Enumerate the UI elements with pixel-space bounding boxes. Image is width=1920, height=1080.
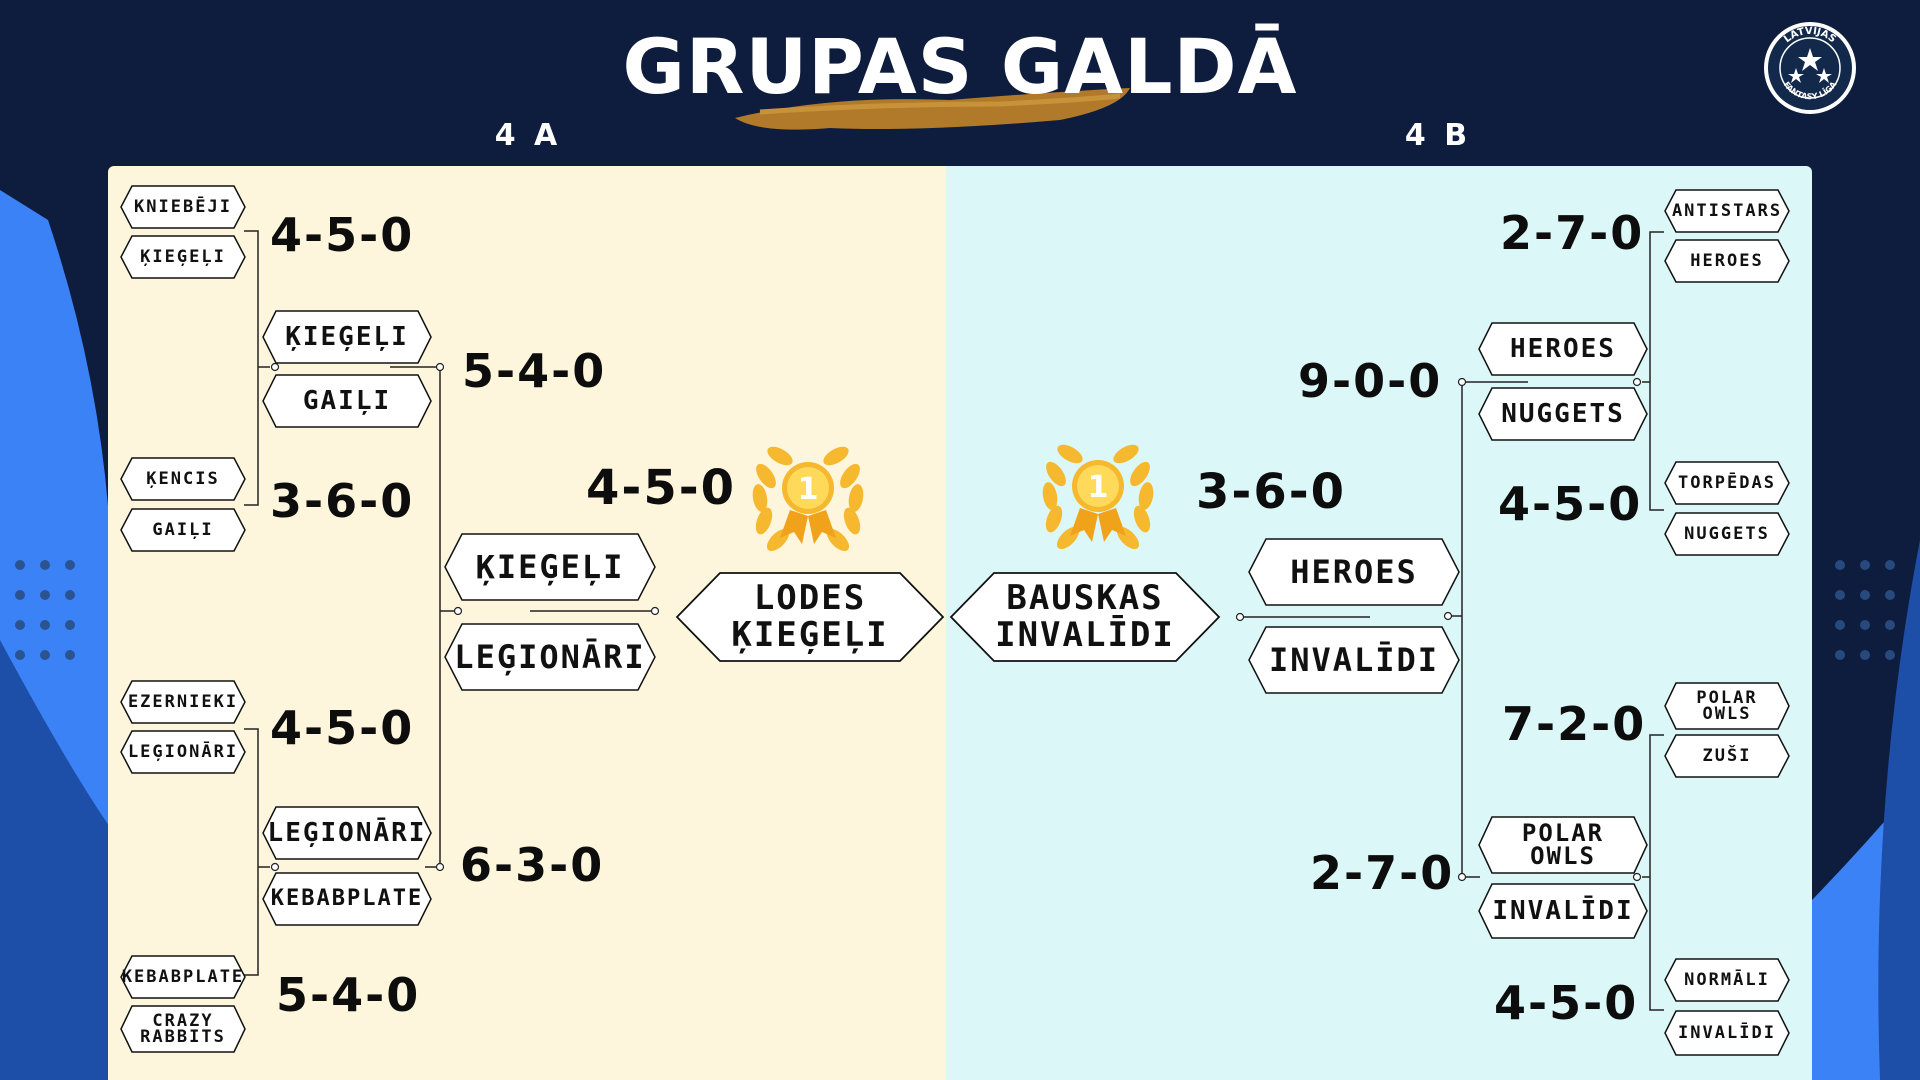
team-name: POLAR OWLS [1521, 819, 1605, 870]
match-team-slot: GAIĻI [120, 508, 246, 552]
team-name: ĶENCIS [146, 468, 220, 489]
match-team-slot: TORPĒDAS [1664, 461, 1790, 505]
team-name: TORPĒDAS [1678, 472, 1776, 493]
match-team-slot: ĶENCIS [120, 457, 246, 501]
team-name: ZUŠI [1702, 745, 1752, 766]
group-label-b: 4 B [1404, 118, 1472, 153]
team-name: GAIĻI [302, 385, 392, 416]
team-name: INVALĪDI [1268, 640, 1440, 679]
match-team-slot: KNIEBĒJI [120, 185, 246, 229]
match-team-slot: NUGGETS [1478, 387, 1648, 441]
team-name: KEBABPLATE [270, 885, 424, 911]
team-name: ĶIEĢEĻI [285, 321, 409, 352]
page-title: GRUPAS GALDĀ [622, 22, 1298, 111]
winner-name: LODES ĶIEĢEĻI [731, 577, 889, 655]
team-name: POLAR OWLS [1696, 687, 1758, 724]
match-team-slot: CRAZY RABBITS [120, 1005, 246, 1053]
match-score: 5-4-0 [276, 968, 421, 1022]
match-team-slot: HEROES [1664, 239, 1790, 283]
match-team-slot: LEĢIONĀRI [120, 730, 246, 774]
match-score: 4-5-0 [270, 208, 415, 262]
match-score: 2-7-0 [1500, 206, 1645, 260]
match-team-slot: INVALĪDI [1248, 626, 1460, 694]
match-team-slot: NORMĀLI [1664, 958, 1790, 1002]
match-team-slot: NUGGETS [1664, 512, 1790, 556]
match-team-slot: GAIĻI [262, 374, 432, 428]
team-name: ĶIEĢEĻI [475, 547, 625, 586]
match-team-slot: HEROES [1248, 538, 1460, 606]
group-a-winner: LODES ĶIEĢEĻI [675, 572, 945, 662]
team-name: HEROES [1690, 250, 1764, 271]
medal-icon: 1 [752, 446, 864, 552]
match-score: 3-6-0 [270, 474, 415, 528]
match-score: 9-0-0 [1298, 354, 1443, 408]
match-team-slot: INVALĪDI [1664, 1010, 1790, 1056]
match-team-slot: POLAR OWLS [1664, 682, 1790, 730]
medal-number: 1 [1088, 470, 1109, 505]
team-name: LEĢIONĀRI [454, 637, 646, 676]
match-team-slot: KEBABPLATE [262, 872, 432, 926]
match-score: 2-7-0 [1310, 846, 1455, 900]
match-team-slot: KEBABPLATE [120, 955, 246, 999]
team-name: GAIĻI [152, 519, 214, 540]
match-team-slot: ĶIEĢEĻI [120, 235, 246, 279]
match-team-slot: ZUŠI [1664, 734, 1790, 778]
team-name: LEĢIONĀRI [127, 741, 239, 762]
team-name: EZERNIEKI [127, 691, 239, 712]
team-name: INVALĪDI [1678, 1022, 1776, 1043]
group-label-a: 4 A [494, 118, 562, 153]
match-team-slot: ANTISTARS [1664, 189, 1790, 233]
match-team-slot: LEĢIONĀRI [444, 623, 656, 691]
team-name: ANTISTARS [1671, 200, 1783, 221]
match-team-slot: POLAR OWLS [1478, 816, 1648, 874]
team-name: NUGGETS [1684, 523, 1770, 544]
team-name: HEROES [1510, 333, 1616, 364]
team-name: NUGGETS [1501, 398, 1625, 429]
team-name: ĶIEĢEĻI [140, 246, 226, 267]
match-score: 4-5-0 [270, 701, 415, 755]
team-name: INVALĪDI [1492, 895, 1634, 926]
league-logo: LATVIJAS FANTASY LĪGA [1764, 22, 1856, 114]
match-score: 3-6-0 [1196, 464, 1347, 520]
medal-number: 1 [798, 472, 819, 507]
match-score: 5-4-0 [462, 344, 607, 398]
group-b-winner: BAUSKAS INVALĪDI [949, 572, 1221, 662]
match-score: 4-5-0 [1498, 477, 1643, 531]
team-name: CRAZY RABBITS [140, 1010, 226, 1047]
match-score: 4-5-0 [586, 460, 737, 516]
team-name: KNIEBĒJI [134, 196, 232, 217]
team-name: LEĢIONĀRI [267, 817, 427, 848]
winner-name: BAUSKAS INVALĪDI [995, 577, 1175, 655]
match-score: 4-5-0 [1494, 976, 1639, 1030]
match-team-slot: ĶIEĢEĻI [444, 533, 656, 601]
team-name: NORMĀLI [1684, 969, 1770, 990]
medal-icon: 1 [1042, 444, 1154, 550]
match-team-slot: EZERNIEKI [120, 680, 246, 724]
match-team-slot: INVALĪDI [1478, 883, 1648, 939]
match-score: 6-3-0 [460, 838, 605, 892]
team-name: KEBABPLATE [121, 966, 245, 987]
team-name: HEROES [1290, 552, 1418, 591]
match-team-slot: HEROES [1478, 322, 1648, 376]
match-score: 7-2-0 [1502, 697, 1647, 751]
match-team-slot: ĶIEĢEĻI [262, 310, 432, 364]
match-team-slot: LEĢIONĀRI [262, 806, 432, 860]
